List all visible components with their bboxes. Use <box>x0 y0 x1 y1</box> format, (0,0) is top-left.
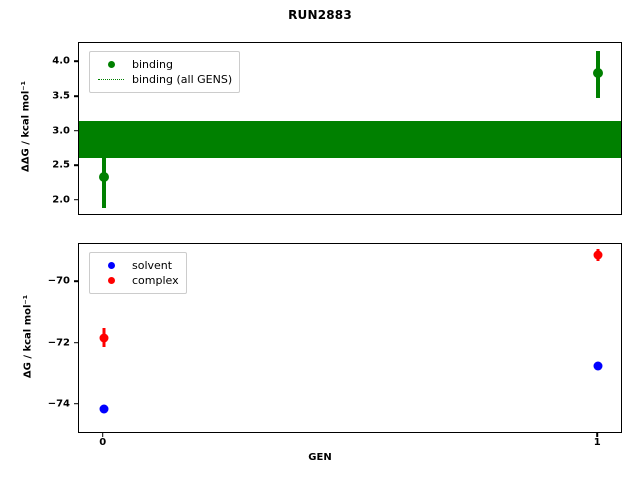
solvent-marker-icon <box>96 262 126 269</box>
top-ytick-label: 4.0 <box>52 55 70 67</box>
solvent-point-gen0[interactable] <box>99 404 109 414</box>
legend-label-complex: complex <box>132 274 179 287</box>
bottom-ytick-label: −72 <box>47 337 70 349</box>
binding-marker-icon <box>96 61 126 68</box>
figure-title: RUN2883 <box>288 8 352 22</box>
binding-errorbar-gen0 <box>101 124 106 208</box>
bottom-ytick-label: −74 <box>47 398 70 410</box>
complex-marker-icon <box>96 277 126 284</box>
legend-item-binding-all-gens[interactable]: binding (all GENS) <box>96 72 232 87</box>
complex-point-gen0[interactable] <box>99 333 109 343</box>
xtick-label: 1 <box>593 437 601 448</box>
bottom-legend[interactable]: solvent complex <box>89 252 187 294</box>
bottom-y-axis-label: ΔG / kcal mol⁻¹ <box>22 294 34 379</box>
dotted-line-icon <box>96 79 126 80</box>
top-plot-area: binding binding (all GENS) <box>78 42 622 215</box>
x-axis-label: GEN <box>308 452 332 463</box>
top-ytick-label: 3.5 <box>52 90 70 102</box>
top-legend[interactable]: binding binding (all GENS) <box>89 51 241 93</box>
xtick-mark <box>101 433 104 437</box>
legend-item-solvent[interactable]: solvent <box>96 258 179 273</box>
binding-point-gen0[interactable] <box>98 171 109 182</box>
bottom-ytick-label: −70 <box>47 275 70 287</box>
legend-item-complex[interactable]: complex <box>96 273 179 288</box>
top-ytick-label: 2.5 <box>52 159 70 171</box>
solvent-point-gen1[interactable] <box>593 361 603 371</box>
complex-point-gen1[interactable] <box>593 250 603 260</box>
binding-point-gen1[interactable] <box>593 68 604 79</box>
top-ytick-label: 3.0 <box>52 125 70 137</box>
legend-label-binding-all-gens: binding (all GENS) <box>132 73 233 86</box>
legend-label-solvent: solvent <box>132 259 173 272</box>
binding-all-gens-band <box>79 121 621 158</box>
top-y-axis-label: ΔΔG / kcal mol⁻¹ <box>20 81 32 172</box>
xtick-label: 0 <box>99 437 107 448</box>
legend-item-binding[interactable]: binding <box>96 57 232 72</box>
bottom-plot-area: solvent complex <box>78 243 622 433</box>
xtick-mark <box>596 433 599 437</box>
top-ytick-label: 2.0 <box>52 194 70 206</box>
legend-label-binding: binding <box>132 58 174 71</box>
